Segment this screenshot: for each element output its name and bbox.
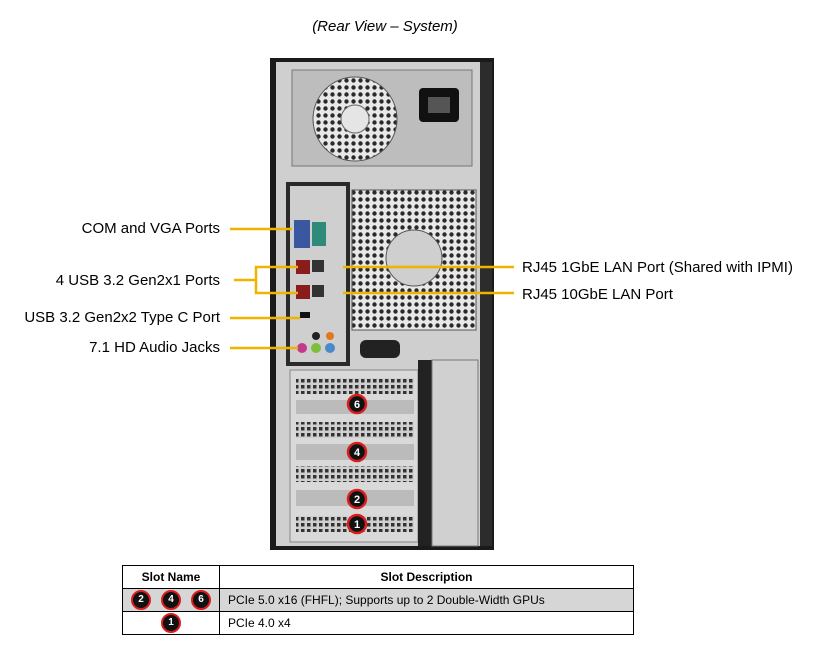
vga-port-icon xyxy=(294,220,310,248)
callout-lan-10g: RJ45 10GbE LAN Port xyxy=(522,286,673,303)
slot-badge-1: 1 xyxy=(346,513,368,535)
usb-c-port-icon xyxy=(300,312,310,318)
callout-usb-gen2x1: 4 USB 3.2 Gen2x1 Ports xyxy=(55,272,220,289)
audio-jack-icon xyxy=(297,343,307,353)
io-shield xyxy=(286,182,350,366)
slot-description: PCIe 5.0 x16 (FHFL); Supports up to 2 Do… xyxy=(219,588,634,612)
slot-badge-4: 4 xyxy=(346,441,368,463)
svg-text:1: 1 xyxy=(354,519,360,531)
slot-badge: 1 xyxy=(161,613,181,633)
com-port-icon xyxy=(312,222,326,246)
slot-names-cell: 1 xyxy=(122,611,220,635)
header-slot-description: Slot Description xyxy=(219,565,634,589)
slot-badge-2: 2 xyxy=(346,488,368,510)
audio-jack-icon xyxy=(311,343,321,353)
slot-badge: 6 xyxy=(191,590,211,610)
callout-com-vga: COM and VGA Ports xyxy=(81,220,220,237)
table-header-row: Slot Name Slot Description xyxy=(122,565,634,589)
callout-lines xyxy=(230,227,514,350)
header-slot-name: Slot Name xyxy=(122,565,220,589)
table-row: 1 PCIe 4.0 x4 xyxy=(122,611,634,635)
figure-caption: (Rear View – System) xyxy=(312,18,458,35)
slot-badge: 2 xyxy=(131,590,151,610)
slot-description: PCIe 4.0 x4 xyxy=(219,611,634,635)
svg-text:6: 6 xyxy=(354,399,360,411)
lan-port-icon xyxy=(312,260,324,272)
svg-text:4: 4 xyxy=(354,447,361,459)
rear-view-diagram: 6 4 2 1 xyxy=(230,58,514,550)
callout-usb-typec: USB 3.2 Gen2x2 Type C Port xyxy=(24,309,220,326)
usb-port-icon xyxy=(296,260,310,274)
lan-port-icon xyxy=(312,285,324,297)
usb-port-icon xyxy=(296,285,310,299)
rear-fan xyxy=(351,189,477,358)
callout-lan-1g: RJ45 1GbE LAN Port (Shared with IPMI) xyxy=(522,259,793,276)
power-supply xyxy=(291,69,473,167)
audio-jack-icon xyxy=(325,343,335,353)
callout-audio: 7.1 HD Audio Jacks xyxy=(89,339,220,356)
slot-badge-6: 6 xyxy=(346,393,368,415)
svg-text:2: 2 xyxy=(354,494,360,506)
slot-badge: 4 xyxy=(161,590,181,610)
expansion-slots xyxy=(289,359,479,547)
